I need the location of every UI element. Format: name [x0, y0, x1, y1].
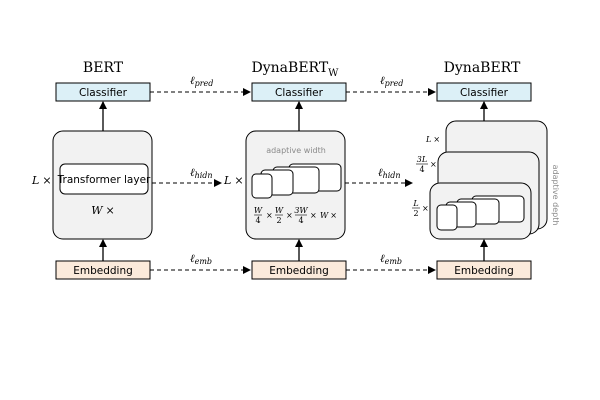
- loss-label-emb-1: ℓemb: [190, 252, 212, 266]
- title-bert: BERT: [83, 60, 124, 76]
- title-dynabert: DynaBERT: [444, 60, 521, 76]
- title-dynabert-w: DynaBERTW: [252, 60, 340, 79]
- loss-label-hidn-1: ℓhidn: [190, 166, 213, 180]
- svg-text:3W: 3W: [294, 206, 308, 215]
- bert-width-multiplier: W×: [91, 204, 115, 217]
- classifier-label-bert: Classifier: [79, 87, 128, 99]
- dynabert-w-panel: adaptive width W 4 × W 2 × 3W 4 × W×: [245, 130, 346, 240]
- loss-label-hidn-2: ℓhidn: [378, 166, 401, 180]
- svg-text:×: ×: [422, 204, 429, 213]
- loss-label-emb-2: ℓemb: [380, 252, 402, 266]
- bert-panel: Transformer layer W×: [52, 130, 153, 240]
- svg-text:4: 4: [419, 165, 424, 174]
- depth-width-layer-quarter: [436, 204, 458, 231]
- svg-text:W×: W×: [320, 211, 337, 220]
- classifier-box-bert: Classifier: [55, 82, 151, 102]
- depth-multiplier-full: L×: [425, 135, 440, 144]
- classifier-label-dynabert: Classifier: [460, 87, 509, 99]
- adaptive-width-label: adaptive width: [266, 146, 326, 155]
- svg-text:2: 2: [276, 216, 281, 225]
- embedding-box-dynabert-w: Embedding: [251, 260, 347, 280]
- svg-text:×: ×: [310, 211, 317, 220]
- classifier-label-dynabert-w: Classifier: [275, 87, 324, 99]
- embedding-label-bert: Embedding: [73, 265, 133, 277]
- embedding-label-dynabert: Embedding: [454, 265, 514, 277]
- transformer-layer-label: Transformer layer: [57, 174, 151, 186]
- svg-text:4: 4: [255, 216, 260, 225]
- distillation-arrows: [150, 88, 436, 274]
- svg-text:W: W: [275, 206, 284, 215]
- transformer-layer-box: [59, 163, 149, 195]
- svg-text:3L: 3L: [417, 155, 427, 164]
- loss-label-pred-2: ℓpred: [380, 74, 403, 88]
- depth-multiplier-half: L 2 ×: [412, 199, 429, 218]
- svg-text:L: L: [412, 199, 418, 208]
- depth-multiplier-three-quarter: 3L 4 ×: [416, 155, 437, 174]
- bert-layer-multiplier: L×: [31, 174, 52, 187]
- loss-label-pred-1: ℓpred: [190, 74, 213, 88]
- dynabert-panel: adaptive depth: [429, 120, 560, 240]
- classifier-box-dynabert-w: Classifier: [251, 82, 347, 102]
- svg-text:×: ×: [430, 160, 437, 169]
- adaptive-depth-label: adaptive depth: [551, 165, 560, 226]
- svg-text:4: 4: [298, 216, 303, 225]
- dynabert-w-layer-multiplier: L×: [223, 174, 244, 187]
- svg-text:×: ×: [286, 211, 293, 220]
- svg-text:×: ×: [266, 211, 273, 220]
- width-fractions: W 4 × W 2 × 3W 4 × W×: [254, 206, 337, 225]
- embedding-box-bert: Embedding: [55, 260, 151, 280]
- classifier-box-dynabert: Classifier: [436, 82, 532, 102]
- embedding-label-dynabert-w: Embedding: [269, 265, 329, 277]
- embedding-box-dynabert: Embedding: [436, 260, 532, 280]
- vertical-arrows: [99, 101, 488, 261]
- width-layer-quarter: [251, 173, 273, 199]
- svg-text:W: W: [254, 206, 263, 215]
- svg-text:2: 2: [413, 209, 418, 218]
